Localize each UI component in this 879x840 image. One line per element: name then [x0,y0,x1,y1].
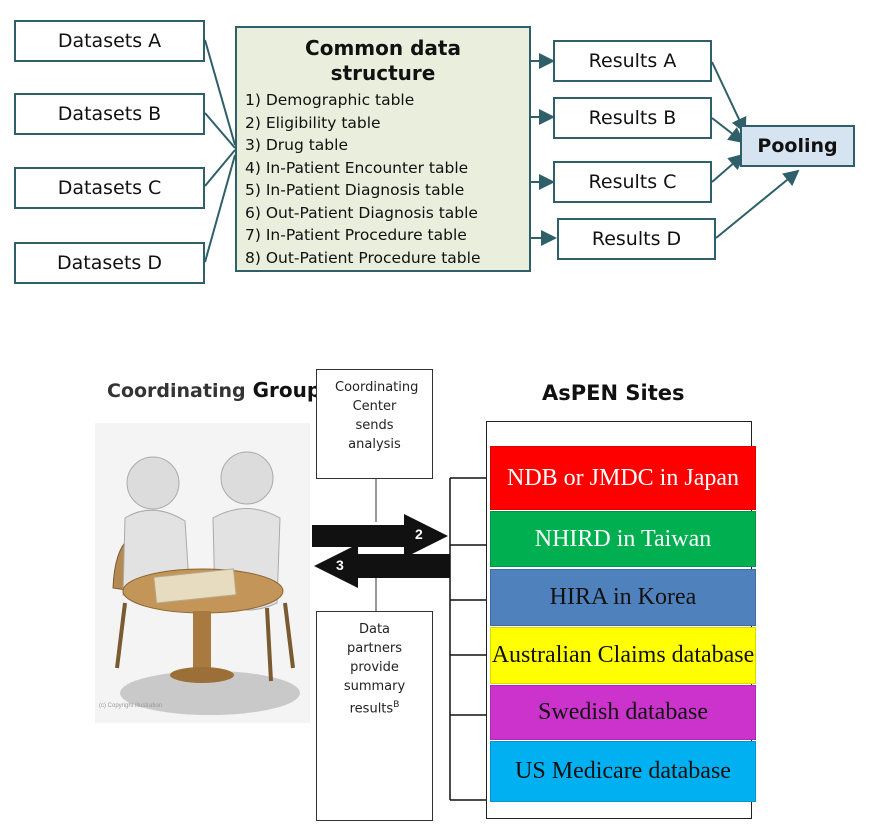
table-list-item: 7) In-Patient Procedure table [245,226,467,244]
arrow-results-a-pooling [711,61,747,134]
table-list-item: 4) In-Patient Encounter table [245,158,469,177]
send-arrow [312,514,448,558]
send-arrow-number: 2 [415,526,423,542]
connector-datasets-b [204,112,236,149]
table-list-item: 1) Demographic table [245,91,415,109]
footnote-marker: B [393,700,400,710]
results-d-box: Results D [557,218,716,260]
table-list: 1) Demographic table 2) Eligibility tabl… [237,89,529,269]
coordinating-label: Coordinating [107,380,246,402]
meeting-figures-image [112,451,300,715]
arrow-results-d-pooling [715,169,800,239]
site-taiwan: NHIRD in Taiwan [490,511,756,567]
common-data-structure-title: Common data structure [305,36,461,85]
table-list-item: 3) Drug table [245,136,348,154]
photo-credit: (c) Copyright illustration [99,703,163,709]
arrow-results-b-pooling [711,117,745,144]
site-us: US Medicare database [490,741,756,802]
datasets-d-box: Datasets D [14,242,205,284]
site-japan: NDB or JMDC in Japan [490,446,756,510]
return-arrow [314,544,450,588]
sites-bracket [449,477,490,801]
group-label: Group [252,378,322,402]
exchange-arrows [312,479,450,611]
data-partners-text: Data partners provide summary results [343,622,406,717]
arrow-results-c-pooling [711,153,745,183]
site-sweden: Swedish database [490,685,756,740]
aspen-sites-title: AsPEN Sites [542,381,685,405]
flow-connectors [204,39,800,263]
results-a-box: Results A [553,40,712,82]
connector-datasets-a [204,39,236,146]
common-data-structure-box: Common data structure 1) Demographic tab… [235,26,531,272]
connector-datasets-d [204,154,236,263]
coordinating-center-box: Coordinating Center sends analysis [316,369,433,479]
datasets-b-box: Datasets B [14,93,205,135]
table-list-item: 8) Out-Patient Procedure table [245,248,481,267]
datasets-c-box: Datasets C [14,167,205,209]
datasets-a-box: Datasets A [14,20,205,62]
table-list-item: 2) Eligibility table [245,113,381,132]
results-b-box: Results B [553,97,712,139]
results-c-box: Results C [553,161,712,203]
table-list-item: 6) Out-Patient Diagnosis table [245,203,478,222]
return-arrow-number: 3 [336,557,344,573]
meeting-illustration: (c) Copyright illustration [95,423,310,723]
connector-datasets-c [204,149,236,187]
coordinating-group-title: Coordinating Group [107,378,321,402]
site-korea: HIRA in Korea [490,569,756,626]
pooling-box: Pooling [740,125,855,167]
site-australia: Australian Claims database [490,627,756,684]
table-list-item: 5) In-Patient Diagnosis table [245,181,465,199]
data-partners-box: Data partners provide summary resultsB [316,611,433,821]
